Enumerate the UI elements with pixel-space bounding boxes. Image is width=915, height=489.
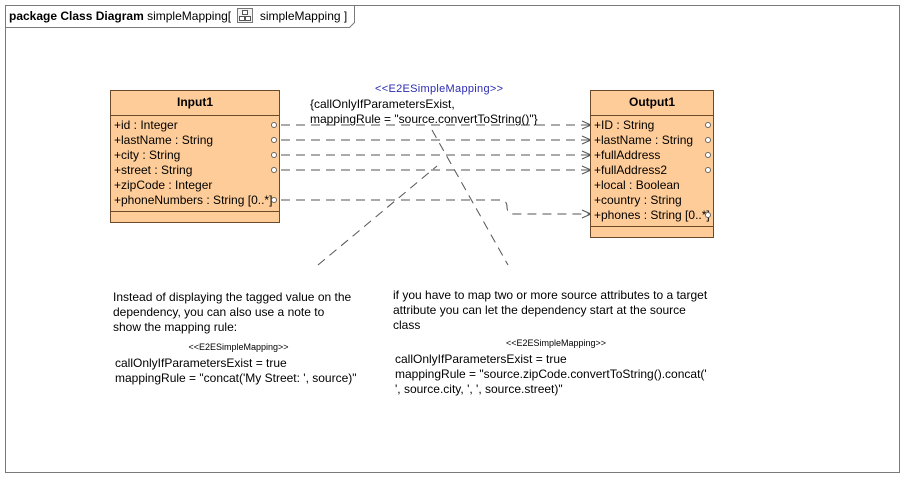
note1-anchor-line [317, 165, 438, 266]
note-stereotype: <<E2ESimpleMapping>> [188, 342, 289, 352]
attribute-city[interactable]: +city : String [111, 148, 279, 163]
note-tagged-values: callOnlyIfParametersExist = true mapping… [395, 352, 707, 396]
attribute-local[interactable]: +local : Boolean [594, 178, 680, 192]
class-name: Input1 [111, 91, 279, 116]
frame-close-bracket: ] [343, 9, 348, 23]
note-2[interactable]: if you have to map two or more source at… [390, 269, 722, 406]
note-tagged-values: callOnlyIfParametersExist = true mapping… [115, 356, 357, 385]
port-icon [705, 152, 711, 158]
frame-tab-outline [5, 5, 355, 28]
port-icon [705, 167, 711, 173]
attribute-compartment: +ID : String +lastName : String +fullAdd… [591, 116, 713, 227]
note2-anchor-line [431, 129, 509, 266]
port-icon [271, 152, 277, 158]
dependency-phonenumbers-to-phones [281, 199, 590, 215]
frame-ref-name[interactable]: simpleMapping [259, 9, 341, 23]
package-frame [5, 5, 900, 473]
port-icon [705, 122, 711, 128]
note-stereotype: <<E2ESimpleMapping>> [505, 338, 607, 348]
note-text: if you have to map two or more source at… [393, 288, 708, 332]
attribute-phonenumbers[interactable]: +phoneNumbers : String [0..*] [111, 193, 279, 208]
dependency-stereotype[interactable]: <<E2ESimpleMapping>> [375, 83, 504, 95]
note-text: Instead of displaying the tagged value o… [113, 290, 352, 334]
attribute-compartment: +id : Integer +lastName : String +city :… [111, 116, 279, 212]
port-icon [271, 197, 277, 203]
attribute-phones[interactable]: +phones : String [0..*] [594, 208, 711, 222]
attribute-street[interactable]: +street : String [111, 163, 279, 178]
frame-title: package Class Diagram simpleMapping[ sim… [5, 5, 353, 27]
class-input1[interactable]: Input1 +id : Integer +lastName : String … [110, 90, 280, 223]
frame-name: simpleMapping[ [147, 9, 232, 23]
tag-line: mappingRule = "source.convertToString()"… [310, 112, 538, 126]
attribute-zipcode[interactable]: +zipCode : Integer [114, 178, 213, 192]
port-icon [705, 137, 711, 143]
class-diagram-icon[interactable] [237, 8, 254, 23]
attribute-id[interactable]: +id : Integer [111, 118, 279, 133]
port-icon [271, 167, 277, 173]
attribute-lastname[interactable]: +lastName : String [111, 133, 279, 148]
class-output1[interactable]: Output1 +ID : String +lastName : String … [590, 90, 714, 238]
attribute-country[interactable]: +country : String [594, 193, 682, 207]
class-name: Output1 [591, 91, 713, 116]
port-icon [705, 212, 711, 218]
tag-line: {callOnlyIfParametersExist, [310, 97, 455, 111]
frame-keyword: package Class Diagram [9, 9, 144, 23]
attribute-fulladdress2[interactable]: +fullAddress2 [591, 163, 713, 178]
dependency-tagged-values[interactable]: {callOnlyIfParametersExist, mappingRule … [310, 97, 538, 127]
attribute-lastname[interactable]: +lastName : String [591, 133, 713, 148]
attribute-ID[interactable]: +ID : String [591, 118, 713, 133]
port-icon [271, 137, 277, 143]
attribute-fulladdress[interactable]: +fullAddress [591, 148, 713, 163]
note-1[interactable]: Instead of displaying the tagged value o… [110, 269, 367, 394]
port-icon [271, 122, 277, 128]
